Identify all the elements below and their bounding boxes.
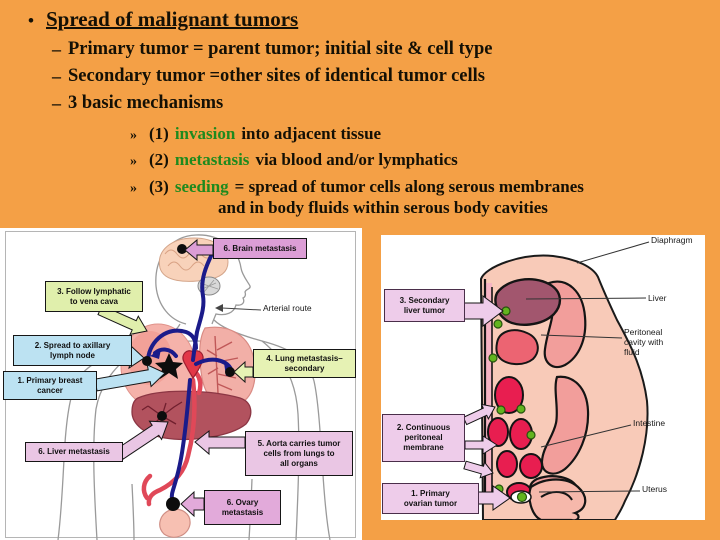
keyword-metastasis: metastasis xyxy=(174,150,250,169)
label-liver-metastasis: 6. Liver metastasis xyxy=(25,442,123,462)
mechanism-number: (2) xyxy=(149,150,169,169)
mechanism-invasion: » (1) invasion into adjacent tissue xyxy=(130,124,381,144)
title-bullet: • xyxy=(28,11,34,30)
dash-marker: – xyxy=(52,66,61,86)
mechanism-number: (3) xyxy=(149,177,169,196)
metastasis-dots xyxy=(142,244,235,511)
mechanism-seeding: » (3) seeding = spread of tumor cells alon… xyxy=(130,177,584,197)
brain-metastasis-dot xyxy=(177,244,187,254)
liver-vessels xyxy=(141,401,183,426)
arterial-route-line xyxy=(221,307,262,311)
mechanism-metastasis: » (2) metastasis via blood and/or lymphati… xyxy=(130,150,458,170)
mechanism-text: into adjacent tissue xyxy=(241,124,382,143)
arrowhead-to-node xyxy=(150,349,161,359)
ovary-metastasis-dot xyxy=(166,497,180,511)
guillemet-marker: » xyxy=(130,181,137,196)
breast-cancer-spread-figure: 6. Brain metastasis 3. Follow lymphatic … xyxy=(0,228,362,540)
axillary-node-dot xyxy=(142,356,152,366)
mechanism-seeding-line2: and in body fluids within serous body ca… xyxy=(218,198,548,217)
label-peritoneal-cavity: Peritoneal cavity with fluid xyxy=(624,327,664,358)
mechanism-text: = spread of tumor cells along serous mem… xyxy=(234,177,584,196)
ovary-label-arrow xyxy=(180,490,205,518)
label-arterial-route: Arterial route xyxy=(263,303,312,313)
label-axillary-node: 2. Spread to axillary lymph node xyxy=(13,335,132,366)
liver-organ xyxy=(494,278,562,326)
label-liver: Liver xyxy=(648,293,667,303)
abdomen-diagram-art xyxy=(462,241,650,520)
liver-metastasis-dot xyxy=(157,411,167,421)
aorta-label-arrow xyxy=(194,429,246,456)
label-continuous-peritoneal-membrane: 2. Continuous peritoneal membrane xyxy=(382,414,465,462)
mechanism-text: via blood and/or lymphatics xyxy=(255,150,458,169)
label-diaphragm: Diaphragm xyxy=(651,235,693,245)
label-intestine: Intestine xyxy=(633,418,666,428)
ovarian-label-arrow xyxy=(477,485,511,511)
label-uterus: Uterus xyxy=(642,484,668,494)
membrane-label-arrow-1 xyxy=(462,403,496,426)
membrane-label-arrow-3 xyxy=(463,460,494,479)
venous-route xyxy=(146,250,233,504)
label-follow-lymphatic: 3. Follow lymphatic to vena cava xyxy=(45,281,143,312)
peritoneal-seeding-figure: 3. Secondary liver tumor 2. Continuous p… xyxy=(381,235,705,520)
membrane-label-arrow-2 xyxy=(464,435,498,455)
dash-marker: – xyxy=(52,39,61,59)
lung-metastasis-dot xyxy=(225,367,235,377)
arterial-route-arrowhead xyxy=(215,304,223,312)
label-lung-metastasis: 4. Lung metastasis– secondary xyxy=(253,349,356,378)
dash-marker: – xyxy=(52,93,61,113)
bullet-item-primary-tumor: Primary tumor = parent tumor; initial si… xyxy=(68,39,493,59)
secondary-liver-label-arrow xyxy=(463,295,504,327)
uterus xyxy=(528,478,587,520)
brain-label-arrow xyxy=(184,238,214,262)
guillemet-marker: » xyxy=(130,154,137,169)
keyword-invasion: invasion xyxy=(174,124,236,143)
stomach xyxy=(495,329,539,365)
label-primary-breast: 1. Primary breast cancer xyxy=(3,371,97,400)
bullet-item-mechanisms: 3 basic mechanisms xyxy=(68,93,224,113)
mechanism-number: (1) xyxy=(149,124,169,143)
label-brain-metastasis: 6. Brain metastasis xyxy=(213,238,307,259)
label-ovary-metastasis: 6. Ovary metastasis xyxy=(204,490,281,525)
page-title: Spread of malignant tumors xyxy=(46,7,299,31)
breast-label-arrow xyxy=(94,364,166,392)
body-diagram-art xyxy=(5,231,356,540)
label-primary-ovarian-tumor: 1. Primary ovarian tumor xyxy=(382,483,479,514)
membrane-strip xyxy=(485,283,492,499)
guillemet-marker: » xyxy=(130,128,137,143)
label-aorta-carries: 5. Aorta carries tumor cells from lungs … xyxy=(245,431,353,476)
uterus-left-fig xyxy=(159,508,191,538)
bullet-item-secondary-tumor: Secondary tumor =other sites of identica… xyxy=(68,66,485,86)
keyword-seeding: seeding xyxy=(174,177,229,196)
label-secondary-liver-tumor: 3. Secondary liver tumor xyxy=(384,289,465,322)
intestines xyxy=(487,376,543,502)
brain-gyri xyxy=(164,249,214,271)
lung-label-arrow xyxy=(233,360,254,384)
leader-lines xyxy=(525,241,650,493)
